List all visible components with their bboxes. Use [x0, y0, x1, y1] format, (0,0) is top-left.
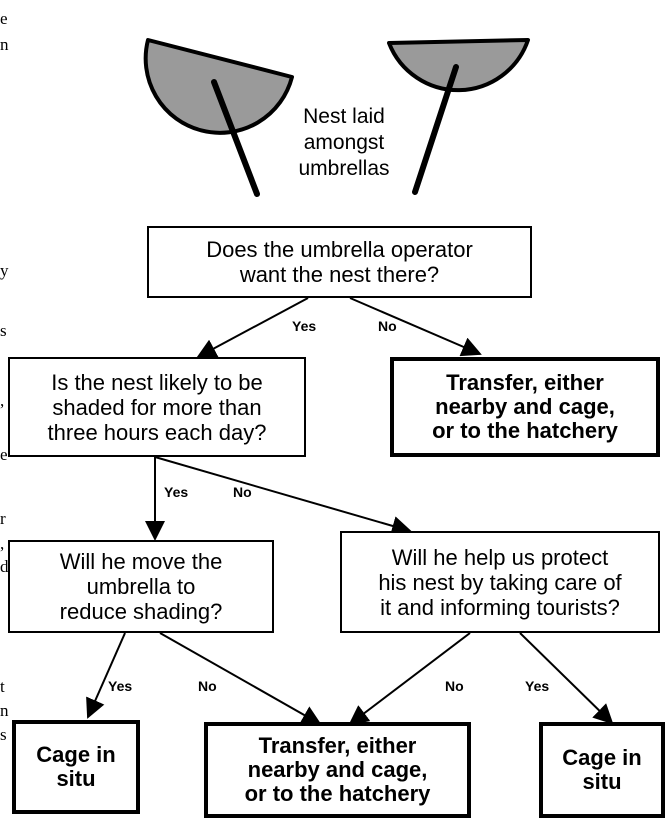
edge-q4-no: [348, 632, 471, 726]
edge-label-yes: Yes: [108, 678, 133, 694]
edge-q3-yes: [86, 632, 126, 719]
question-help-protect-box: Will he help us protect his nest by taki…: [340, 531, 660, 633]
question-shading-box: Is the nest likely to be shaded for more…: [8, 357, 306, 457]
question-move-umbrella-box: Will he move the umbrella to reduce shad…: [8, 540, 274, 633]
edge-q3-no: [159, 632, 322, 725]
umbrella-left-icon: [143, 38, 294, 197]
margin-fragment: r: [0, 509, 6, 528]
margin-fragment: y: [0, 261, 9, 280]
margin-fragment: s: [0, 725, 7, 744]
edge-q2-no: [154, 456, 412, 536]
edge-label-yes: Yes: [292, 318, 317, 334]
margin-fragment: ,: [0, 391, 5, 410]
edge-label-no: No: [233, 484, 252, 500]
edge-label-no: No: [445, 678, 464, 694]
transfer-outcome-top-box: Transfer, either nearby and cage, or to …: [390, 357, 660, 457]
margin-fragment: n: [0, 701, 9, 720]
cage-in-situ-left-box: Cage in situ: [12, 720, 140, 814]
margin-fragment: ,: [0, 534, 5, 553]
question-operator-box: Does the umbrella operator want the nest…: [147, 226, 532, 298]
edge-label-yes: Yes: [164, 484, 189, 500]
margin-fragment: d: [0, 557, 9, 576]
flow-arrows: [86, 297, 614, 726]
margin-fragment: s: [0, 321, 7, 340]
cage-in-situ-right-box: Cage in situ: [539, 722, 665, 818]
edge-label-no: No: [198, 678, 217, 694]
umbrella-right-icon: [387, 38, 530, 195]
edge-q1-yes: [196, 297, 309, 358]
edge-q1-no: [349, 297, 482, 357]
margin-fragment: t: [0, 677, 5, 696]
header-text: Nest laid amongst umbrellas: [298, 105, 390, 180]
margin-fragment: n: [0, 35, 9, 54]
edge-q4-yes: [519, 632, 614, 725]
margin-fragment: e: [0, 445, 8, 464]
margin-fragment: e: [0, 9, 8, 28]
edge-label-no: No: [378, 318, 397, 334]
transfer-outcome-bottom-box: Transfer, either nearby and cage, or to …: [204, 722, 471, 818]
edge-label-yes: Yes: [525, 678, 550, 694]
